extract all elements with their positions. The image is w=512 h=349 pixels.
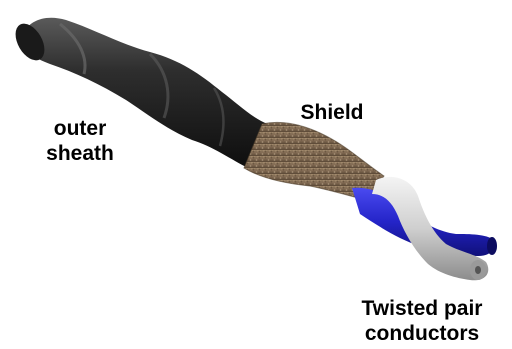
twisted-pair-label: Twisted pair conductors (332, 296, 512, 346)
twisted-pair-label-line-2: conductors (332, 321, 512, 346)
twisted-pair-label-line-1: Twisted pair (332, 296, 512, 321)
outer-sheath-label: outer sheath (26, 116, 134, 166)
shield-label-text: Shield (300, 100, 364, 125)
shield-label: Shield (300, 100, 364, 125)
outer-sheath-label-line-2: sheath (26, 141, 134, 166)
outer-sheath-label-line-1: outer (26, 116, 134, 141)
